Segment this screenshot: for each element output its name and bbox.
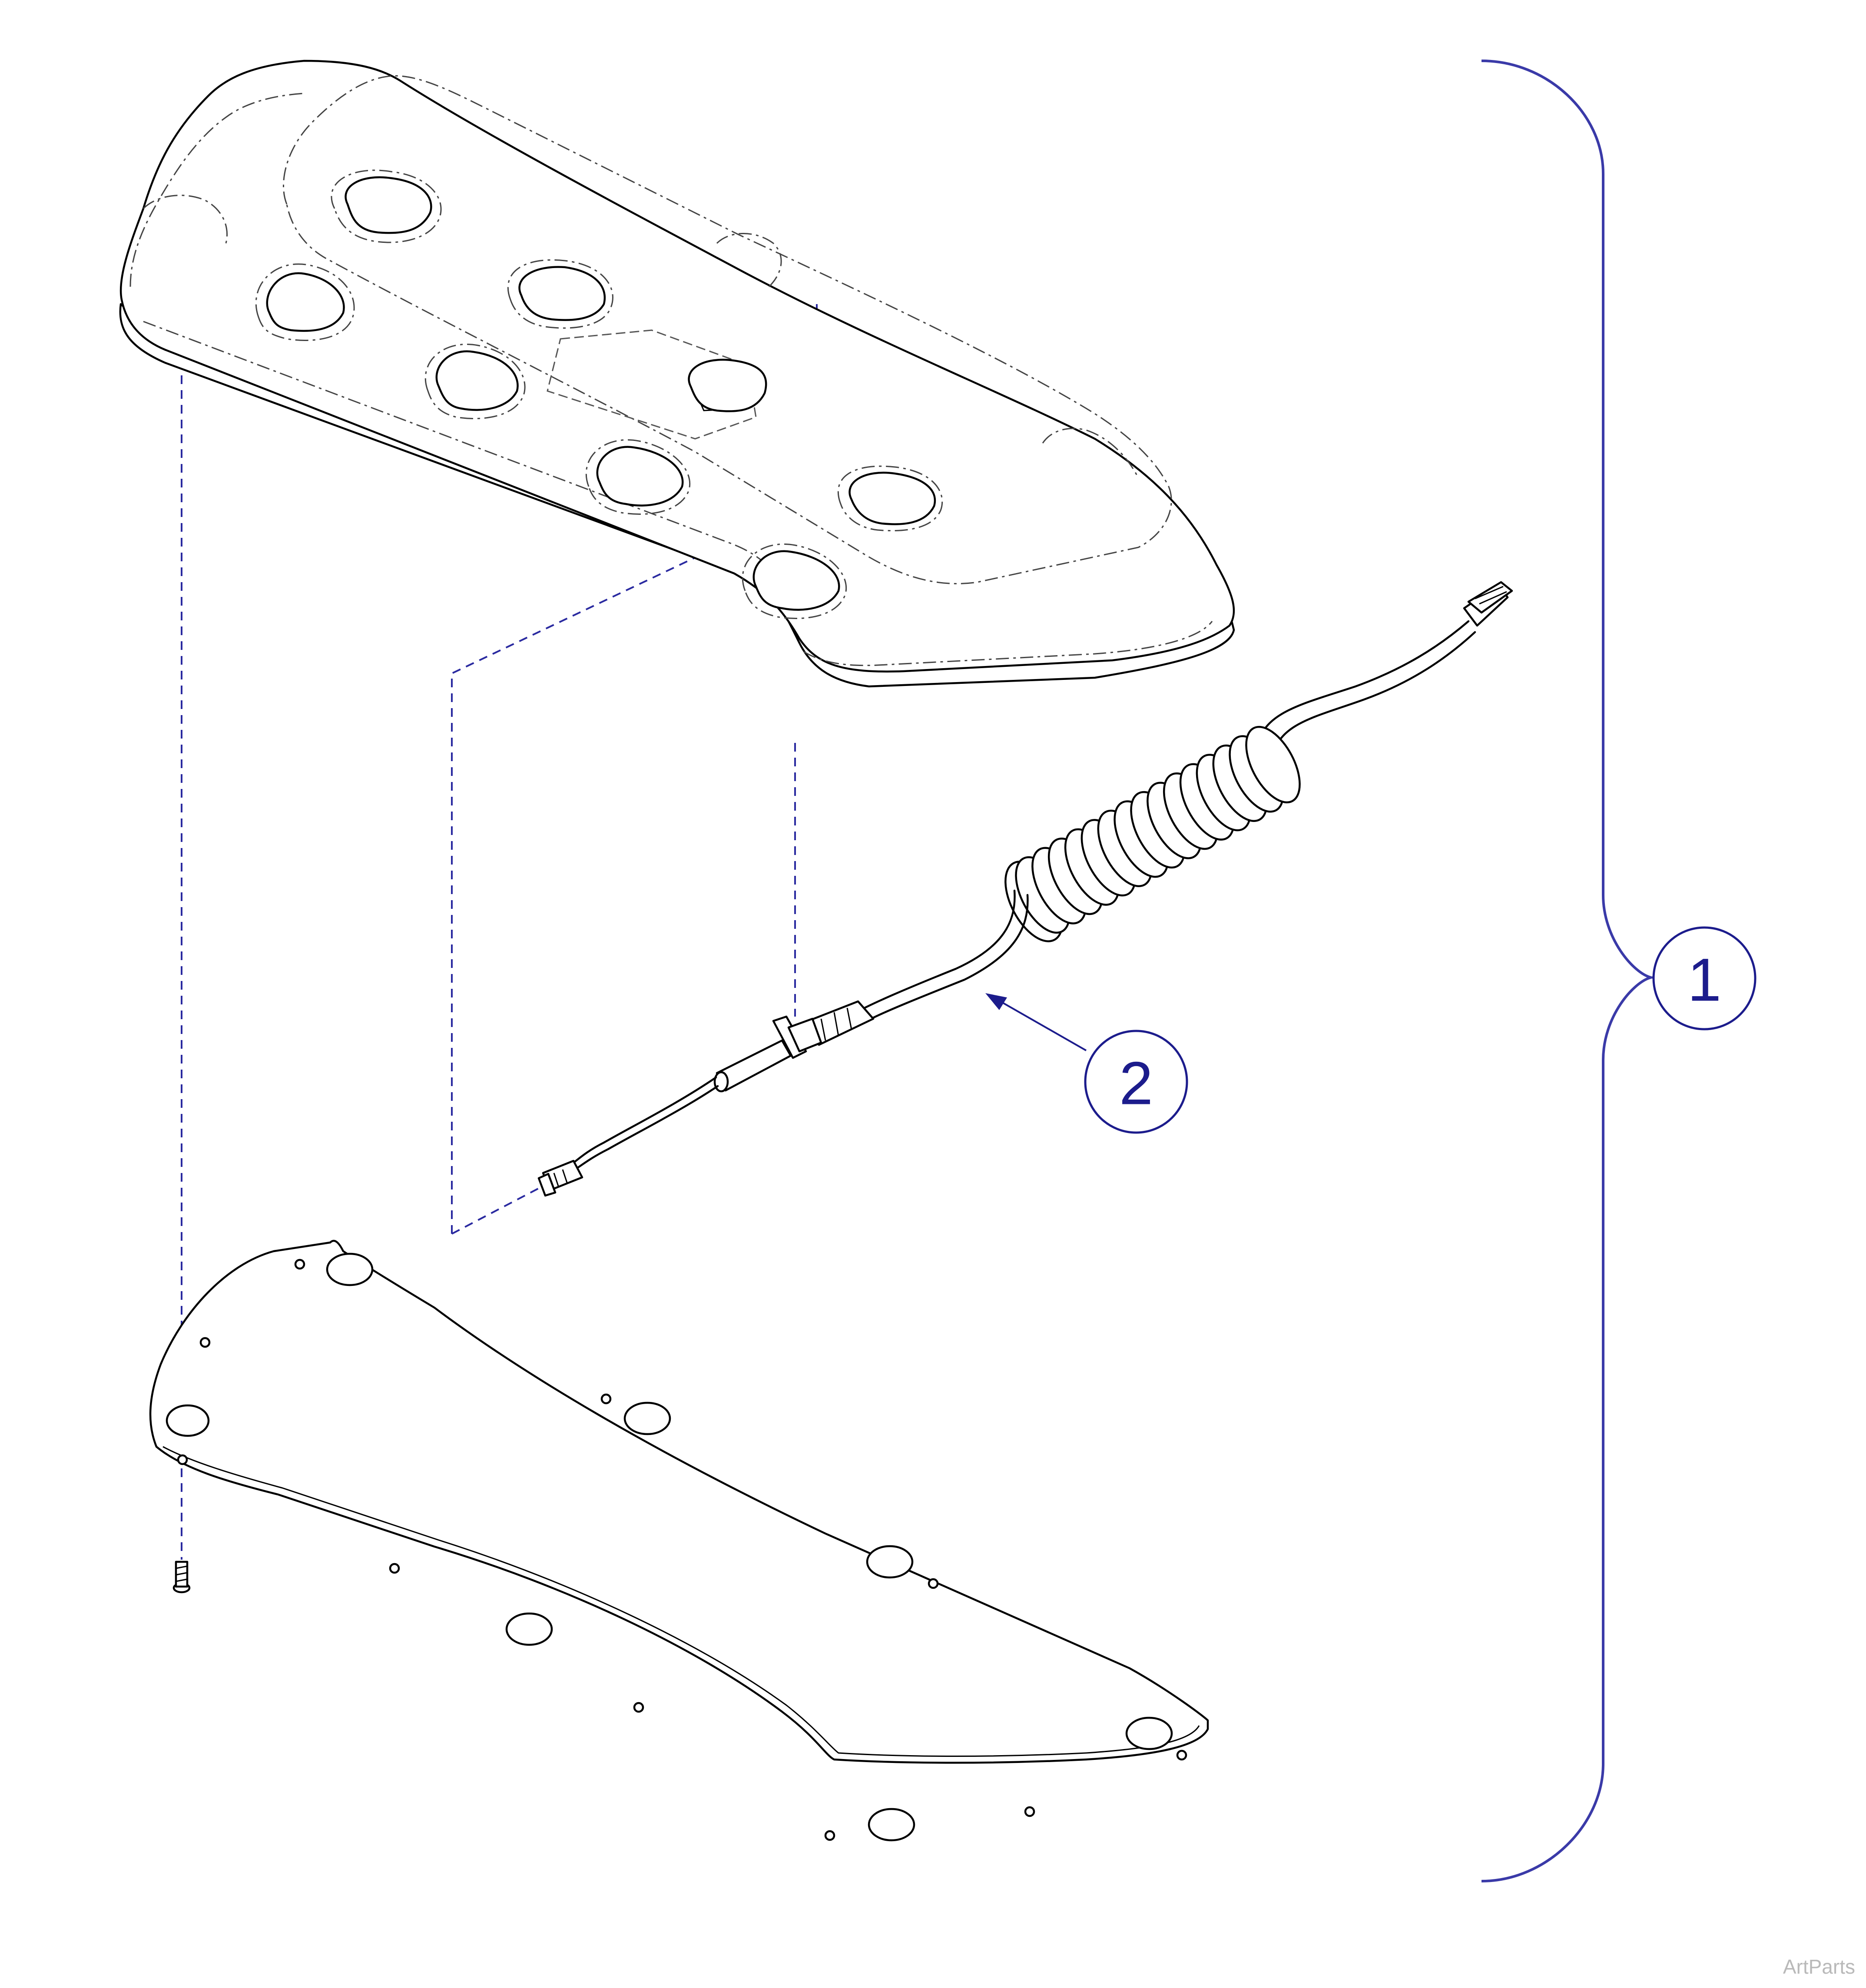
button-7-ring	[838, 465, 943, 532]
cover-body	[119, 60, 1235, 673]
cover-connector-recess	[547, 329, 757, 440]
callout-1[interactable]: 1	[1652, 926, 1757, 1030]
cable-lead-in	[863, 889, 1016, 1009]
base-plate-bevel	[162, 1446, 1200, 1757]
button-3	[518, 266, 606, 321]
button-1	[345, 176, 432, 234]
cable-wires-2	[568, 1085, 719, 1174]
cover-rim-hidden	[129, 93, 305, 287]
assembly-lines	[181, 304, 818, 1560]
cable-straight-end-2	[1272, 631, 1476, 759]
cable-sleeve-end	[713, 1071, 729, 1093]
foot-7	[868, 1808, 915, 1842]
foot-4	[866, 1545, 914, 1579]
cover-end-bump	[1042, 427, 1139, 478]
screw-icon	[172, 1561, 191, 1594]
cover-corner-bump	[143, 195, 228, 244]
cable-wires	[563, 1076, 717, 1170]
cover-buttons	[255, 169, 943, 619]
button-6-ring	[585, 439, 691, 515]
cover-inner-rim	[143, 321, 792, 604]
callout-1-label: 1	[1687, 946, 1721, 1014]
button-2-ring	[255, 263, 355, 341]
button-7	[848, 471, 936, 525]
button-4-ring	[424, 344, 526, 419]
foot-control-base-plate	[149, 1239, 1209, 1842]
callout-2-leader	[985, 993, 1087, 1051]
rj-modular-plug-icon	[1463, 581, 1513, 627]
foot-3	[623, 1402, 671, 1435]
callout-2[interactable]: 2	[1084, 1030, 1188, 1134]
cover-plateau-outline	[283, 75, 1172, 584]
foot-1	[326, 1252, 374, 1286]
button-1-ring	[331, 169, 442, 243]
foot-6	[1125, 1716, 1173, 1750]
button-4	[435, 350, 519, 411]
coiled-cable-assembly	[537, 581, 1513, 1197]
button-2	[266, 272, 345, 332]
foot-2	[166, 1404, 210, 1437]
cover-side-rim	[803, 621, 1213, 666]
assembly-brace	[1481, 60, 1651, 1882]
cover-mid-bump	[716, 233, 782, 288]
cable-lead-in-2	[870, 894, 1029, 1020]
button-8	[752, 550, 840, 611]
button-5	[688, 358, 767, 412]
button-8-ring	[742, 543, 847, 619]
button-6	[596, 446, 684, 507]
base-plate-holes	[177, 1259, 1187, 1841]
button-3-ring	[507, 259, 613, 329]
callout-2-label: 2	[1119, 1049, 1153, 1117]
cable-coil-loop	[1245, 726, 1301, 804]
foot-control-cover	[119, 60, 1235, 688]
watermark: ArtParts	[1783, 1955, 1855, 1978]
cable-grommet-collar	[787, 1017, 822, 1053]
pcb-connector-icon	[537, 1160, 583, 1197]
cable-strain-relief-lines	[820, 1007, 852, 1041]
foot-5	[505, 1612, 553, 1646]
cable-straight-end	[1256, 620, 1470, 751]
assembly-line-connector	[451, 1185, 544, 1235]
base-plate-outline	[149, 1239, 1209, 1764]
base-plate-feet	[166, 1252, 1173, 1842]
cable-coils	[1004, 726, 1301, 942]
